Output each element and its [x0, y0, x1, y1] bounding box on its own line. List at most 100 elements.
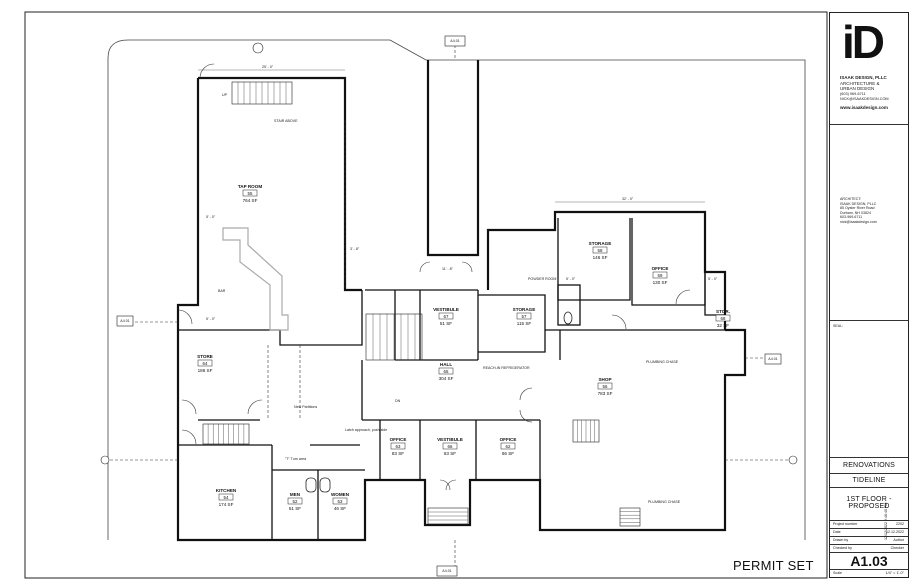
title-block: iD ISAAK DESIGN, PLLC ARCHITECTURE & URB…	[829, 12, 909, 578]
dim-side: 3' - 8"	[350, 247, 360, 251]
room-number: 64	[203, 361, 208, 366]
permit-set-stamp: PERMIT SET	[733, 558, 814, 573]
room-area: 51 SF	[440, 321, 452, 326]
room-number-box	[597, 382, 613, 390]
note-plumbing-chase-1: PLUMBING CHASE	[646, 360, 679, 364]
firm-discipline-1: ARCHITECTURE &	[840, 80, 880, 86]
room-area: 63 SF	[444, 451, 456, 456]
dim-stor: 5' - 0"	[708, 277, 718, 281]
firm-discipline-2: URBAN DESIGN	[840, 86, 875, 91]
room-name: OFFICE	[652, 266, 669, 271]
room-area: 783 SF	[598, 391, 613, 396]
room-name: WOMEN	[331, 492, 350, 497]
note-latch-approach: Latch approach, push side	[345, 428, 387, 432]
room-number-box	[438, 312, 454, 320]
room-area: 764 SF	[243, 198, 258, 203]
room-number: 62	[506, 444, 511, 449]
note-bar: BAR	[218, 289, 226, 293]
scale-label: Scale	[833, 571, 842, 575]
bar-counter	[222, 227, 289, 331]
scale-value: 1/4" = 1'-0"	[885, 571, 904, 575]
room-area: 46 SF	[334, 506, 346, 511]
room-number: 58	[598, 248, 603, 253]
section-tag-left: A4.01	[120, 319, 129, 323]
room-number-box	[332, 497, 348, 505]
info-label: Checked by	[833, 546, 852, 550]
architect-block: ARCHITECT: ISAAK DESIGN, PLLC 85 Oyster …	[830, 125, 908, 321]
room-number: 53	[338, 499, 343, 504]
note-up: UP	[222, 93, 228, 97]
room-number-box	[390, 442, 406, 450]
room-name: STOR.	[716, 309, 730, 314]
architect-heading: ARCHITECT:	[840, 197, 862, 201]
dim-pw: 5' - 0"	[566, 277, 576, 281]
room-name: OFFICE	[500, 437, 517, 442]
note-new-partitions: New Partitions	[294, 405, 317, 409]
architect-line1: ISAAK DESIGN, PLLC	[840, 201, 877, 206]
room-number-box	[652, 271, 668, 279]
note-stair-above: STAIR ABOVE	[274, 119, 298, 123]
project-title-cell: RENOVATIONS	[830, 458, 908, 474]
door-swings	[177, 63, 691, 491]
dim-shop-top: 32' - 0"	[622, 197, 634, 201]
info-label: Project number	[833, 522, 858, 526]
room-name: TAP ROOM	[238, 184, 263, 189]
room-number-box	[218, 493, 234, 501]
note-t-turn: "T" Turn area	[285, 457, 306, 461]
firm-logo: iD	[842, 16, 885, 68]
dim-bar2: 5' - 0"	[206, 317, 216, 321]
room-number-box	[516, 312, 532, 320]
scale-cell: Scale 1/4" = 1'-0"	[830, 569, 908, 577]
room-tag-vestibule-67: VESTIBULE 67 51 SF	[433, 307, 459, 326]
room-name: OFFICE	[390, 437, 407, 442]
room-number: 56	[603, 384, 608, 389]
room-number: 57	[522, 314, 527, 319]
site-boundary	[107, 39, 806, 540]
room-area: 174 SF	[219, 502, 234, 507]
room-area: 146 SF	[593, 255, 608, 260]
note-dn: DN	[395, 399, 401, 403]
room-number: 59	[658, 273, 663, 278]
architect-line5: nick@isaakdesign.com	[840, 219, 877, 224]
room-name: STORAGE	[589, 241, 612, 246]
room-number: 52	[293, 499, 298, 504]
section-tags	[100, 35, 798, 577]
seal-label: SEAL:	[833, 324, 844, 328]
dim-top: 25' - 0"	[262, 65, 274, 69]
room-tag-storage-58: STORAGE 58 146 SF	[589, 241, 612, 260]
room-tag-office-62: OFFICE 62 66 SF	[500, 437, 517, 456]
room-area: 66 SF	[502, 451, 514, 456]
exterior-walls	[176, 60, 747, 542]
room-number-box	[242, 189, 258, 197]
firm-block: iD ISAAK DESIGN, PLLC ARCHITECTURE & URB…	[830, 13, 908, 125]
sheet-number: A1.03	[850, 553, 888, 569]
section-tag-right: A4.01	[768, 357, 777, 361]
room-number: 67	[444, 314, 449, 319]
room-number: 63	[396, 444, 401, 449]
firm-name: ISAAK DESIGN, PLLC	[840, 75, 887, 80]
room-number: 65	[444, 369, 449, 374]
sheet-title-cell: 1ST FLOOR - PROPOSED	[830, 488, 908, 521]
dim-vest: 11' - 8"	[442, 267, 454, 271]
timestamp: 12/12/2022 2:46:40 PM	[884, 502, 888, 540]
room-number-box	[592, 246, 608, 254]
room-number: 66	[448, 444, 453, 449]
architect-line2: 85 Oyster River Road	[840, 206, 875, 211]
firm-email: NICK@ISAAKDESIGN.COM	[840, 97, 889, 101]
room-name: VESTIBULE	[433, 307, 459, 312]
room-area: 115 SF	[517, 321, 532, 326]
